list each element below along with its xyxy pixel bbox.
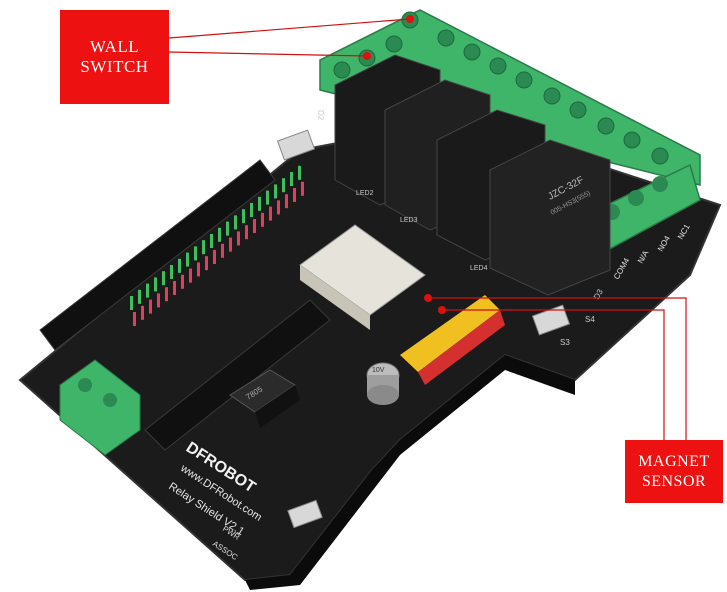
header-pin bbox=[282, 178, 285, 193]
magnet-sensor-label-line2: SENSOR bbox=[641, 472, 707, 490]
header-pin bbox=[266, 190, 269, 205]
led4-label: LED4 bbox=[470, 265, 488, 272]
sensor-header bbox=[400, 295, 505, 385]
wall-switch-point-2 bbox=[363, 52, 371, 60]
header-pin bbox=[229, 237, 232, 252]
pcb-shadow bbox=[245, 355, 575, 590]
header-pin bbox=[157, 293, 160, 308]
header-pin bbox=[202, 240, 205, 255]
header-pin bbox=[141, 305, 144, 320]
led2-label: LED2 bbox=[356, 190, 374, 197]
header-pin bbox=[277, 200, 280, 215]
capacitor bbox=[366, 362, 400, 405]
wall-switch-label-line1: WALL bbox=[89, 37, 140, 56]
header-pin bbox=[210, 234, 213, 248]
header-pin bbox=[290, 172, 293, 186]
wall-switch-point-1 bbox=[406, 15, 414, 23]
header-pin bbox=[258, 196, 261, 211]
wall-switch-pointers bbox=[168, 15, 414, 60]
header-pin bbox=[237, 231, 240, 246]
header-pin bbox=[285, 194, 288, 209]
header-pin bbox=[205, 256, 208, 271]
header-pin bbox=[269, 206, 272, 221]
header-pin bbox=[261, 212, 264, 227]
power-terminal bbox=[59, 359, 141, 456]
push-buttons bbox=[276, 129, 571, 529]
relays bbox=[334, 54, 611, 296]
header-pin bbox=[154, 277, 157, 292]
header-pin bbox=[245, 225, 248, 240]
header-pin bbox=[293, 188, 296, 202]
wall-switch-callout: WALL SWITCH bbox=[60, 10, 169, 104]
header-pin bbox=[186, 252, 189, 267]
header-pin bbox=[149, 299, 152, 314]
header-pin bbox=[189, 268, 192, 283]
header-pin bbox=[170, 265, 173, 279]
header-pin bbox=[301, 181, 304, 196]
header-pin bbox=[250, 203, 253, 217]
wall-switch-label-line2: SWITCH bbox=[80, 57, 149, 76]
header-pin bbox=[197, 262, 200, 277]
magnet-sensor-label-line1: MAGNET bbox=[638, 452, 710, 470]
header-pin bbox=[253, 219, 256, 233]
header-pin bbox=[274, 184, 277, 199]
header-pin bbox=[234, 215, 237, 230]
header-pin bbox=[165, 287, 168, 302]
led3-label: LED3 bbox=[400, 217, 418, 224]
header-pin bbox=[213, 250, 216, 264]
header-pins-colored bbox=[130, 165, 304, 326]
header-pin bbox=[221, 243, 224, 258]
left-header-strip bbox=[39, 159, 331, 451]
header-pin bbox=[181, 274, 184, 289]
s3-label: S3 bbox=[560, 338, 570, 347]
magnet-sensor-callout: MAGNET SENSOR bbox=[625, 440, 723, 503]
header-pin bbox=[298, 165, 301, 180]
magnet-sensor-pointers bbox=[424, 294, 687, 440]
top-terminal-block bbox=[319, 9, 701, 186]
header-pin bbox=[162, 271, 165, 286]
s4-label: S4 bbox=[585, 315, 595, 324]
header-pin bbox=[130, 296, 133, 310]
capacitor-label: 10V bbox=[372, 367, 385, 374]
header-pin bbox=[178, 258, 181, 273]
header-pin bbox=[146, 283, 149, 298]
header-pin bbox=[226, 221, 229, 236]
header-pin bbox=[133, 312, 136, 326]
header-pin bbox=[218, 227, 221, 242]
header-pin bbox=[173, 281, 176, 295]
dip-chip bbox=[299, 224, 426, 330]
voltage-regulator bbox=[229, 369, 300, 428]
magnet-sensor-point-1 bbox=[424, 294, 432, 302]
header-pin bbox=[138, 289, 141, 304]
header-pin bbox=[242, 209, 245, 224]
relay-d2-label: D2 bbox=[316, 110, 325, 121]
magnet-sensor-point-2 bbox=[438, 306, 446, 314]
header-pin bbox=[194, 246, 197, 261]
